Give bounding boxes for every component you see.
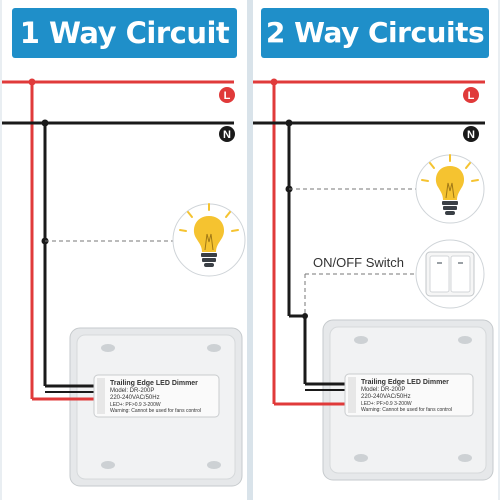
screw-hole (207, 344, 221, 352)
live-junction (28, 78, 36, 86)
dimmer-input: 220-240VAC/50Hz (361, 394, 411, 400)
dimmer-led-rating: LED+: PF>0.9 3-200W (361, 401, 412, 407)
dimmer-led-rating: LED+: PF>0.9 3-200W (110, 402, 161, 408)
dimmer-brand: Trailing Edge LED Dimmer (361, 379, 449, 386)
screw-hole (458, 336, 472, 344)
screw-hole (354, 454, 368, 462)
light-bulb-icon (415, 154, 485, 224)
neutral-terminal-label: N (223, 129, 231, 141)
screw-hole (101, 344, 115, 352)
on-off-switch-label: ON/OFF Switch (313, 255, 405, 270)
dimmer-model: Model: DR-200P (361, 387, 406, 393)
two-way-circuits-panel: L N (253, 0, 498, 500)
neutral-terminal-marker (463, 126, 479, 142)
neutral-junction (41, 119, 49, 127)
live-terminal-label: L (468, 90, 475, 102)
one-way-circuit-panel: L N 1 Way Circuit Trailing Edge LED Dim (2, 0, 247, 500)
neutral-junction (285, 119, 293, 127)
led-dimmer-module (93, 374, 220, 418)
panel-divider (247, 0, 253, 500)
on-off-switch-icon (415, 239, 485, 309)
two-way-diagram: L N (253, 78, 494, 481)
live-terminal-label: L (224, 90, 231, 102)
screw-hole (207, 461, 221, 469)
led-dimmer-module (344, 373, 474, 417)
dimmer-input: 220-240VAC/50Hz (110, 395, 160, 401)
dimmer-brand: Trailing Edge LED Dimmer (110, 380, 198, 387)
dimmer-warning: Warning: Cannot be used for fans control (361, 407, 452, 413)
neutral-terminal-label: N (467, 129, 475, 141)
screw-hole (354, 336, 368, 344)
screw-hole (458, 454, 472, 462)
one-way-title: 1 Way Circuit (12, 8, 237, 58)
dimmer-warning: Warning: Cannot be used for fans control (110, 408, 201, 414)
two-way-title: 2 Way Circuits (261, 8, 489, 58)
light-bulb-icon (172, 203, 246, 277)
live-terminal-marker (219, 87, 235, 103)
live-terminal-marker (463, 87, 479, 103)
one-way-diagram: L N (2, 78, 246, 487)
screw-hole (101, 461, 115, 469)
live-junction (270, 78, 278, 86)
dimmer-model: Model: DR-200P (110, 388, 155, 394)
neutral-terminal-marker (219, 126, 235, 142)
